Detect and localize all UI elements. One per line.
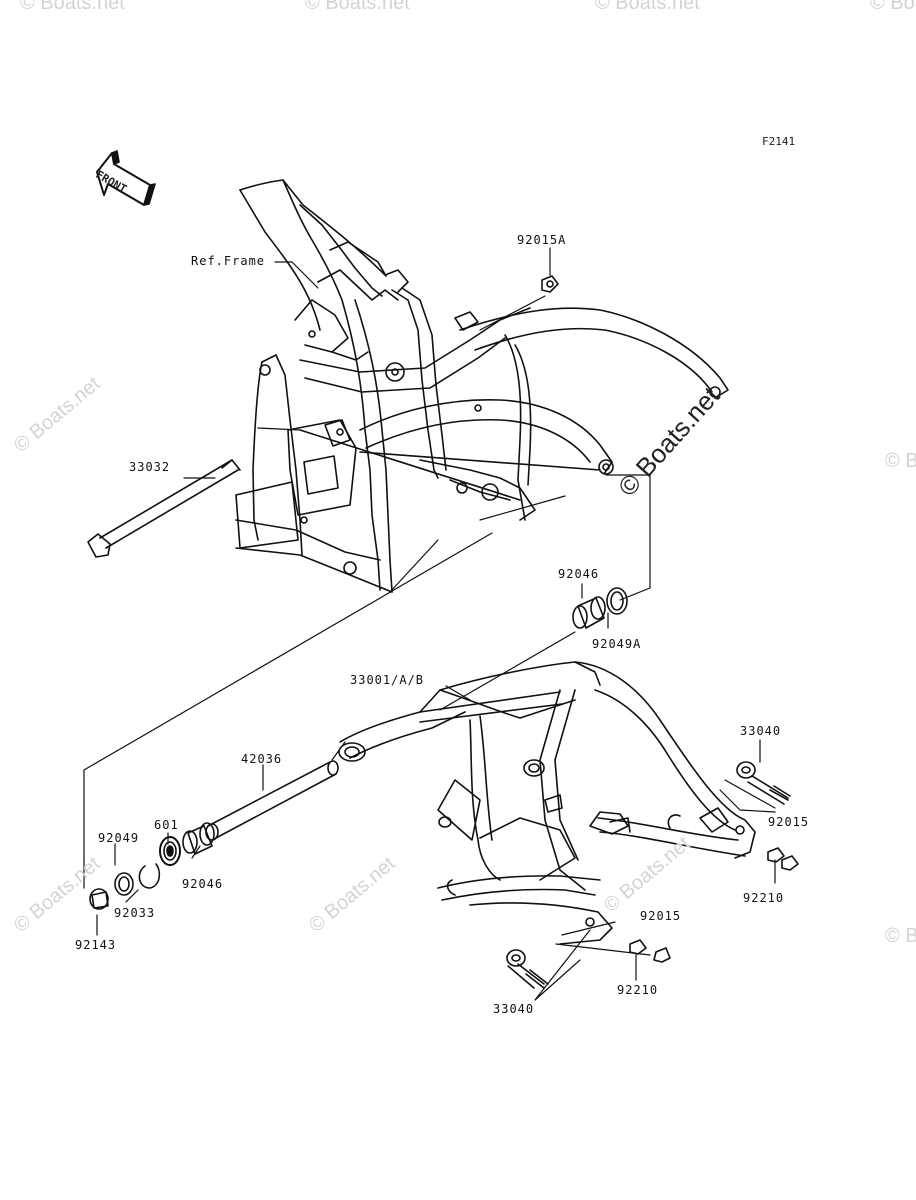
- nut-92210-bottom: [629, 939, 647, 955]
- part-label-92049a[interactable]: 92049A: [592, 637, 642, 651]
- pivot-shaft: [87, 459, 241, 558]
- watermark: © Boats.net: [870, 0, 916, 14]
- cap-92143: [89, 888, 109, 910]
- watermark: © Boats.net: [305, 0, 410, 14]
- pivot-tube: [205, 760, 339, 841]
- needle-bearing-bottom: [182, 822, 215, 855]
- front-arrow-icon: [96, 150, 156, 206]
- adjuster-bolt-bottom: [506, 949, 549, 989]
- ball-bearing-601: [159, 836, 181, 866]
- part-label-92143[interactable]: 92143: [75, 938, 117, 952]
- leader-lines: [83, 247, 776, 1001]
- part-label-92015-bottom[interactable]: 92015: [640, 909, 682, 923]
- watermark: © Boats.net: [885, 925, 916, 947]
- part-label-33032[interactable]: 33032: [129, 460, 171, 474]
- part-label-33040-bottom[interactable]: 33040: [493, 1002, 535, 1016]
- nut-92015-right: [781, 855, 799, 871]
- part-label-92046-top[interactable]: 92046: [558, 567, 600, 581]
- frame-drawing: [235, 179, 729, 593]
- part-label-92033[interactable]: 92033: [114, 906, 156, 920]
- part-label-92015a[interactable]: 92015A: [517, 233, 567, 247]
- ref-frame-label: Ref.Frame: [191, 254, 266, 268]
- collar-92049a: [606, 587, 628, 615]
- part-label-92210-bottom[interactable]: 92210: [617, 983, 659, 997]
- part-label-92049[interactable]: 92049: [98, 831, 140, 845]
- adjuster-bolt-right: [736, 761, 791, 805]
- part-label-92046-bottom[interactable]: 92046: [182, 877, 224, 891]
- needle-bearing-top: [572, 596, 606, 629]
- part-label-42036[interactable]: 42036: [241, 752, 283, 766]
- part-label-601[interactable]: 601: [154, 818, 179, 832]
- part-label-33040-right[interactable]: 33040: [740, 724, 782, 738]
- part-label-92210-right[interactable]: 92210: [743, 891, 785, 905]
- nut-92210-right: [767, 847, 785, 863]
- circlip-92033: [138, 863, 161, 889]
- watermark: © Boats.net: [595, 0, 700, 14]
- watermark: © Boats.net: [20, 0, 125, 14]
- nut-92015-bottom: [653, 947, 671, 963]
- collar-92049: [114, 872, 134, 896]
- part-label-92015-right[interactable]: 92015: [768, 815, 810, 829]
- part-label-33001[interactable]: 33001/A/B: [350, 673, 425, 687]
- diagram-code: F2141: [762, 135, 796, 148]
- swingarm-drawing: [338, 661, 756, 945]
- nut-92015a: [541, 275, 559, 293]
- watermark: © Boats.net: [885, 450, 916, 472]
